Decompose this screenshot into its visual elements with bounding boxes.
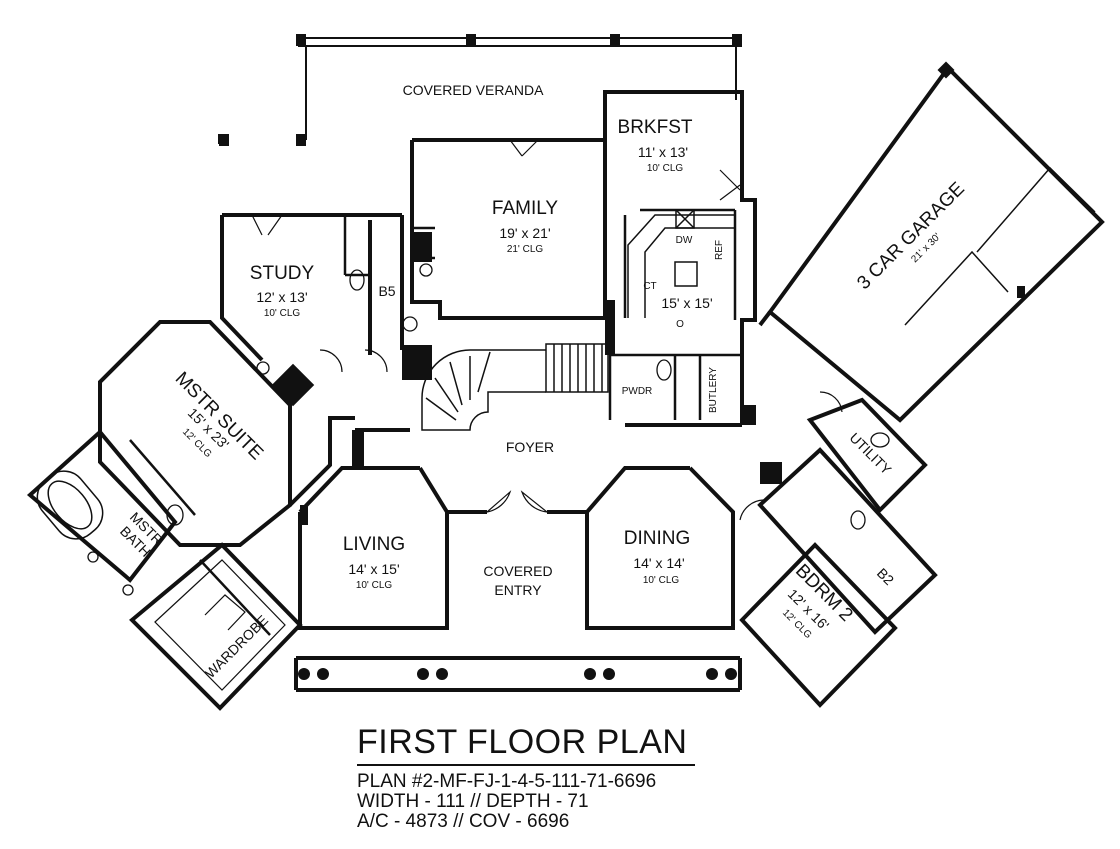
plan-title-block: FIRST FLOOR PLAN PLAN #2-MF-FJ-1-4-5-111… <box>357 722 695 832</box>
covered-veranda-structure <box>298 37 742 140</box>
solid-wall-blocks <box>218 134 782 525</box>
brkfst-size: 11' x 13' <box>638 144 688 160</box>
family-ceiling: 21' CLG <box>507 244 544 255</box>
garage-posts <box>937 61 1025 298</box>
garage-walls <box>758 64 1105 423</box>
living-label: LIVING <box>343 534 405 555</box>
living-size: 14' x 15' <box>348 561 399 577</box>
family-label: FAMILY <box>492 198 558 219</box>
kitchen-ct-label: CT <box>643 281 656 292</box>
dining-ceiling: 10' CLG <box>643 575 680 586</box>
garage-label: 3 CAR GARAGE <box>853 178 969 294</box>
porch-columns <box>298 668 737 680</box>
foyer-label: FOYER <box>506 439 554 455</box>
staircase <box>421 343 609 431</box>
wardrobe-shelving <box>154 559 286 691</box>
kitchen-counters <box>627 209 735 318</box>
kitchen-size: 15' x 15' <box>661 295 712 311</box>
bedroom-wing-walls <box>739 397 938 708</box>
plan-dimensions: WIDTH - 111 // DEPTH - 71 <box>357 791 589 812</box>
brkfst-label: BRKFST <box>618 117 693 138</box>
door-swings <box>251 139 843 521</box>
b5-label: B5 <box>378 283 395 299</box>
covered-veranda-label: COVERED VERANDA <box>403 82 544 98</box>
master-suite-walls <box>26 320 355 711</box>
plan-number: PLAN #2-MF-FJ-1-4-5-111-71-6696 <box>357 771 657 792</box>
study-label: STUDY <box>250 263 315 284</box>
dining-label: DINING <box>624 528 691 549</box>
covered-entry-label-line2: ENTRY <box>494 582 542 598</box>
kitchen-oven-label: O <box>676 319 684 330</box>
plumbing-fixtures <box>87 263 890 596</box>
title-underline <box>357 764 695 766</box>
garage-door-panels <box>904 166 1096 326</box>
pwdr-label: PWDR <box>622 386 653 397</box>
covered-entry-label-line1: COVERED <box>483 563 552 579</box>
kitchen-ref-label: REF <box>714 240 725 260</box>
wardrobe-label: WARDROBE <box>202 612 271 681</box>
b2-label: B2 <box>874 565 898 589</box>
family-size: 19' x 21' <box>499 225 550 241</box>
dining-size: 14' x 14' <box>633 555 684 571</box>
living-ceiling: 10' CLG <box>356 580 393 591</box>
study-ceiling: 10' CLG <box>264 308 301 319</box>
plan-area: A/C - 4873 // COV - 6696 <box>357 811 570 832</box>
butlery-label: BUTLERY <box>708 367 719 413</box>
study-size: 12' x 13' <box>256 289 307 305</box>
brkfst-ceiling: 10' CLG <box>647 163 684 174</box>
room-labels: COVERED VERANDA BRKFST 11' x 13' 10' CLG… <box>117 82 969 681</box>
kitchen-dw-label: DW <box>676 235 693 246</box>
plan-title: FIRST FLOOR PLAN <box>357 723 688 761</box>
bathtub <box>36 470 104 540</box>
